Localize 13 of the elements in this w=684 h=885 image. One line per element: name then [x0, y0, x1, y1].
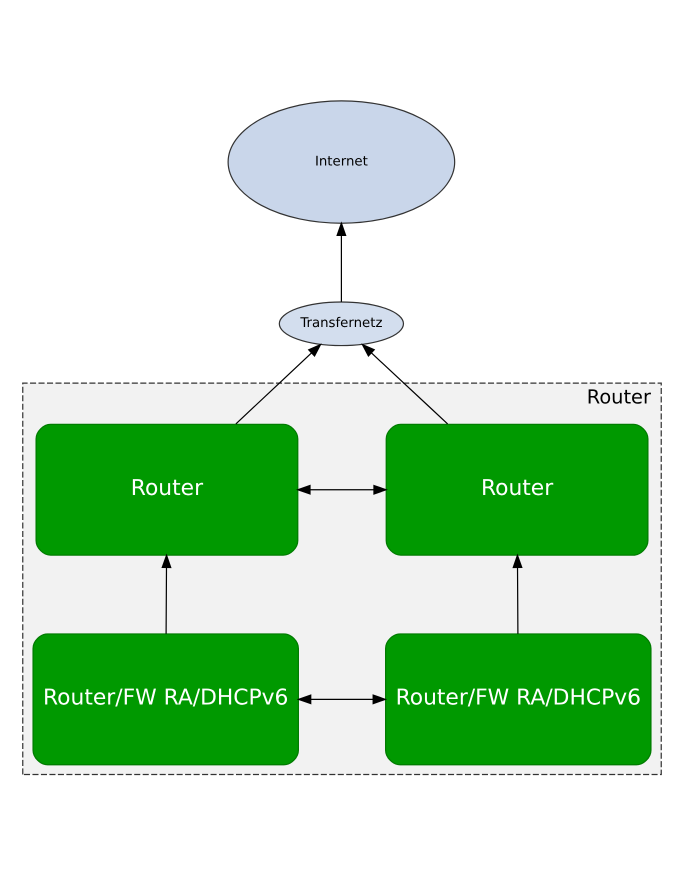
node-box: Router — [386, 424, 649, 556]
arrow — [336, 221, 346, 302]
arrow — [161, 554, 172, 634]
node-ellipse: Internet — [228, 100, 456, 224]
arrow — [296, 484, 388, 495]
node-ellipse: Transfernetz — [278, 301, 404, 346]
node-box: Router — [35, 424, 298, 556]
node-box: Router/FW RA/DHCPv6 — [32, 633, 299, 766]
arrow — [361, 343, 448, 424]
arrow — [296, 694, 388, 704]
arrow — [512, 554, 523, 634]
arrow — [235, 343, 322, 424]
node-box: Router/FW RA/DHCPv6 — [385, 633, 652, 766]
